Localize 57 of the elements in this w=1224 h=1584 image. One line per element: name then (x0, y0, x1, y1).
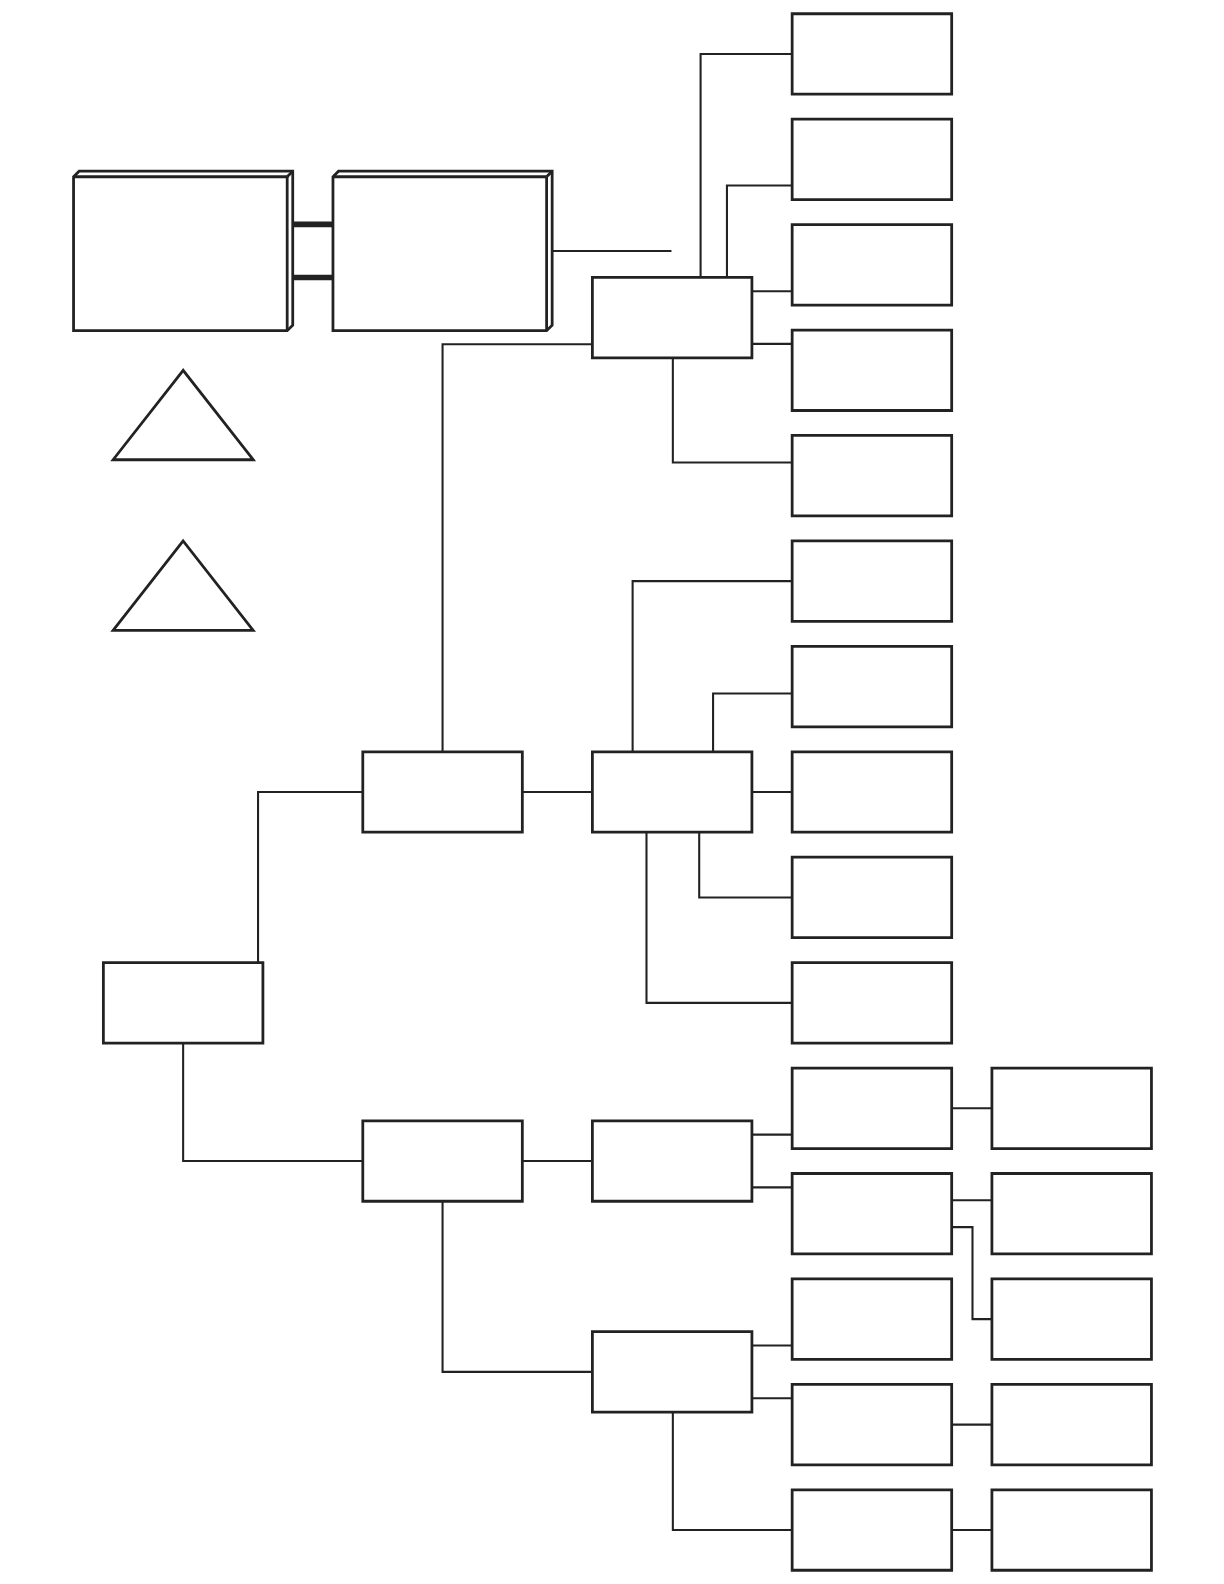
node-triangle (109, 538, 256, 632)
connector (751, 1186, 792, 1189)
node-box (990, 1382, 1153, 1467)
connector (671, 1412, 792, 1532)
node-box (590, 1330, 753, 1414)
node-box (790, 644, 953, 729)
connector (671, 357, 792, 464)
node-box (790, 434, 953, 518)
node-box (790, 328, 953, 412)
node-box (590, 750, 753, 834)
connector (711, 692, 792, 752)
node-box (990, 1277, 1153, 1361)
connector (951, 1423, 992, 1426)
node-triangle (109, 368, 256, 462)
node-box (990, 1488, 1153, 1572)
node-box (790, 961, 953, 1045)
connector (751, 1397, 792, 1400)
node-box (790, 750, 953, 834)
connector (951, 1529, 992, 1532)
connector (181, 1043, 363, 1163)
node-box (790, 1066, 953, 1150)
connector (644, 832, 792, 1004)
node-box (790, 1277, 953, 1361)
node-box (360, 1119, 524, 1203)
connector (951, 1107, 992, 1110)
connector (751, 1133, 792, 1136)
connector (751, 1344, 792, 1347)
node-box (590, 275, 753, 360)
connector (522, 790, 592, 794)
connector (441, 1201, 592, 1373)
node-box (790, 539, 953, 623)
connector (697, 832, 792, 899)
connector (522, 1159, 592, 1163)
connector (951, 1199, 992, 1202)
node-box (790, 1172, 953, 1256)
node-box (790, 223, 953, 307)
connector (256, 790, 363, 963)
node-box (101, 961, 264, 1045)
node-box (590, 1119, 753, 1203)
node-box (790, 1488, 953, 1572)
connector (292, 274, 333, 281)
node-box (360, 750, 524, 834)
node-box (790, 855, 953, 940)
connector (751, 342, 792, 345)
node-box (790, 1382, 953, 1467)
connector (751, 290, 792, 293)
connector (552, 249, 671, 252)
node-box (990, 1172, 1153, 1256)
connector (699, 52, 792, 277)
connector (751, 790, 792, 794)
node-box (990, 1066, 1153, 1150)
connector (631, 580, 792, 752)
connector (292, 221, 333, 228)
connector (725, 184, 792, 278)
node-box (790, 117, 953, 202)
connector (441, 343, 592, 752)
node-box (790, 12, 953, 96)
